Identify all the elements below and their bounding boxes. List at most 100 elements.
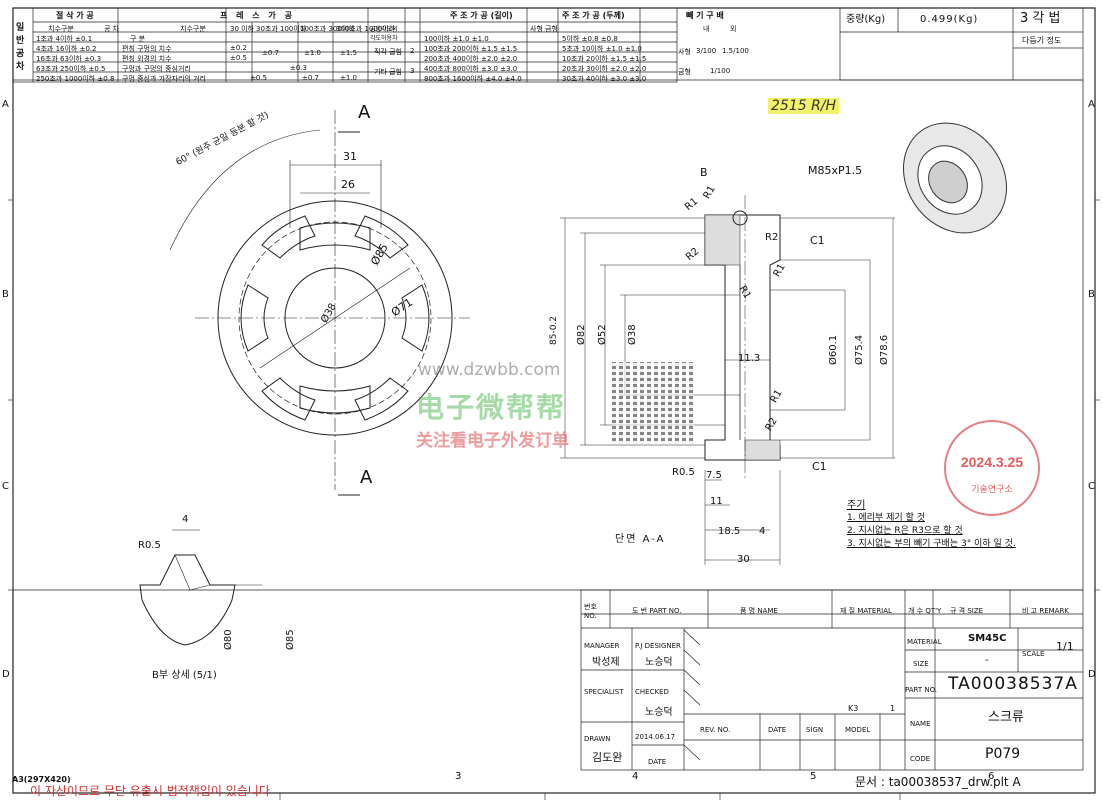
dim-31: 31 xyxy=(343,150,357,163)
cast-col: 사형 xyxy=(530,25,543,33)
thick-row: 5초과 10이하 ±1.0 ±1.0 xyxy=(562,45,642,53)
row-label-b-right: B xyxy=(1088,289,1095,300)
row-label-a: A xyxy=(2,99,9,110)
confidential-footer: 이 자산이므로 무단 유출시 법적책임이 있습니다 xyxy=(30,784,270,798)
press-val: ±0.5 xyxy=(250,74,267,82)
material-label: MATERIAL xyxy=(907,638,942,646)
cutting-sub-size: 치수구분 xyxy=(48,25,74,33)
row-label-b: B xyxy=(2,289,9,300)
bend-val: 직각 굽힘 xyxy=(374,48,402,56)
col-label: 6 xyxy=(988,771,995,782)
row-label-d-right: D xyxy=(1088,669,1096,680)
draft-val: 1/100 xyxy=(710,67,731,75)
dim-4: 4 xyxy=(759,526,766,537)
detail-d80: Ø80 xyxy=(223,629,234,650)
draft-val: 3/100 xyxy=(696,47,717,55)
designer-name: 노승덕 xyxy=(645,657,673,668)
label-r05: R0.5 xyxy=(672,467,695,478)
row-label-d: D xyxy=(2,669,10,680)
model-label: MODEL xyxy=(845,726,871,734)
thick-row: 30초과 40이하 ±3.0 ±3.0 xyxy=(562,75,647,83)
cast-row: 400초과 800이하 ±3.0 ±3.0 xyxy=(424,65,518,73)
col-label: 3 xyxy=(455,771,462,782)
dim-d52: Ø52 xyxy=(597,324,608,345)
thick-row: 10초과 20이하 ±1.5 ±1.5 xyxy=(562,55,647,63)
tolerance-table-grid xyxy=(12,7,678,83)
cast-row: 800초과 1600이하 ±4.0 ±4.0 xyxy=(424,75,522,83)
press-val: ±0.7 xyxy=(302,74,319,82)
press-header: 프 레 스 가 공 xyxy=(220,11,295,20)
file-name: 문서 : ta00038537_drw.plt A xyxy=(855,775,1021,789)
dim-75: 7.5 xyxy=(706,470,722,481)
draft-val: 외 xyxy=(730,25,737,33)
drawn-date: 2014.06.17 xyxy=(635,733,676,741)
general-tolerance-label: 일반공차 xyxy=(16,23,25,72)
dim-d38: Ø38 xyxy=(627,324,638,345)
specialist-label: SPECIALIST xyxy=(584,688,624,696)
drawn-name: 김도완 xyxy=(592,751,623,764)
rev-hdr: DATE xyxy=(768,726,787,734)
dim-113: 11.3 xyxy=(738,353,761,364)
title-block-grid xyxy=(580,589,1084,771)
part-name: 스크류 xyxy=(988,710,1024,725)
cast-row: 200초과 400이하 ±2.0 ±2.0 xyxy=(424,55,518,63)
cutting-row: 250초과 1000이하 ±0.8 xyxy=(36,75,115,83)
dim-d82: Ø82 xyxy=(576,324,587,345)
name-label: NAME xyxy=(910,720,931,728)
handwritten-note: 2515 R/H xyxy=(768,98,840,114)
view-method: 3 각 법 xyxy=(1020,11,1061,26)
tb-hdr-size: 규 격 SIZE xyxy=(950,607,984,615)
press-sub: 구 분 xyxy=(130,35,146,43)
press-val: ±0.3 xyxy=(290,64,307,72)
size-value: - xyxy=(985,655,989,666)
press-row: 편칭 구멍의 치수 xyxy=(122,45,172,53)
tb-hdr-qty: 개 수 QT'Y xyxy=(908,607,942,615)
label-c1: C1 xyxy=(812,460,827,473)
watermark-url: www.dzwbb.com xyxy=(418,360,561,380)
press-val: ±0.7 xyxy=(262,49,279,57)
bend-num: 2 xyxy=(410,47,415,55)
watermark-name: 电子微帮帮 xyxy=(416,391,567,424)
tb-hdr-remark: 비 고 REMARK xyxy=(1022,607,1069,615)
note-line: 2. 지시없는 R은 R3으로 할 것 xyxy=(847,526,963,536)
cutting-row: 4초과 16이하 ±0.2 xyxy=(36,45,97,53)
dim-d786: Ø78.6 xyxy=(879,334,890,365)
cast-col: 금형 xyxy=(545,25,558,33)
detail-r05: R0.5 xyxy=(138,540,161,551)
press-col: 30 이하 xyxy=(230,25,255,33)
weight-value: 0.499(Kg) xyxy=(920,14,979,25)
sheet-size-label: A3(297X420) xyxy=(12,775,71,784)
cutting-header: 절 삭 가 공 xyxy=(56,11,94,20)
model-value: K3 xyxy=(848,704,859,713)
cutting-sub-tol: 공 차 xyxy=(104,25,120,33)
dim-d754: Ø75.4 xyxy=(854,334,865,365)
draft-val: 1.5/100 xyxy=(722,47,749,55)
press-val: ±1.5 xyxy=(340,49,357,57)
press-val: ±0.2 xyxy=(230,44,247,52)
press-row: 구멍과 구멍의 중심거리 xyxy=(122,65,191,73)
manager-name: 박성제 xyxy=(592,657,620,668)
note-line: 1. 에리부 제기 할 것 xyxy=(847,513,925,523)
inner-border xyxy=(12,79,1084,591)
code-value: P079 xyxy=(985,746,1021,762)
tb-hdr-material: 재 질 MATERIAL xyxy=(840,607,892,615)
qr-code-icon xyxy=(612,362,694,444)
material-value: SM45C xyxy=(968,633,1007,644)
date-label: DATE xyxy=(648,758,667,766)
scale-value: 1/1 xyxy=(1056,640,1074,653)
section-title: 단면 A-A xyxy=(615,534,666,545)
checked-label: CHECKED xyxy=(635,688,669,696)
finish-grade-label: 다듬기 정도 xyxy=(1022,36,1062,45)
margin-ticks xyxy=(8,199,1100,800)
press-row: 편칭 외경의 치수 xyxy=(122,55,172,63)
tb-hdr-partno: 도 번 PART NO. xyxy=(632,607,682,615)
press-col: 300초과 1000이하 xyxy=(336,25,396,33)
label-b: B xyxy=(700,166,708,179)
section-mark-bottom: A xyxy=(360,467,373,488)
weight-label: 중량(Kg) xyxy=(846,14,886,25)
qty-value: 1 xyxy=(890,704,896,713)
thick-row: 20초과 30이하 ±2.0 ±2.0 xyxy=(562,65,647,73)
stamp-date: 2024.3.25 xyxy=(960,454,1024,470)
designer-label: P.J DESIGNER xyxy=(635,642,681,650)
